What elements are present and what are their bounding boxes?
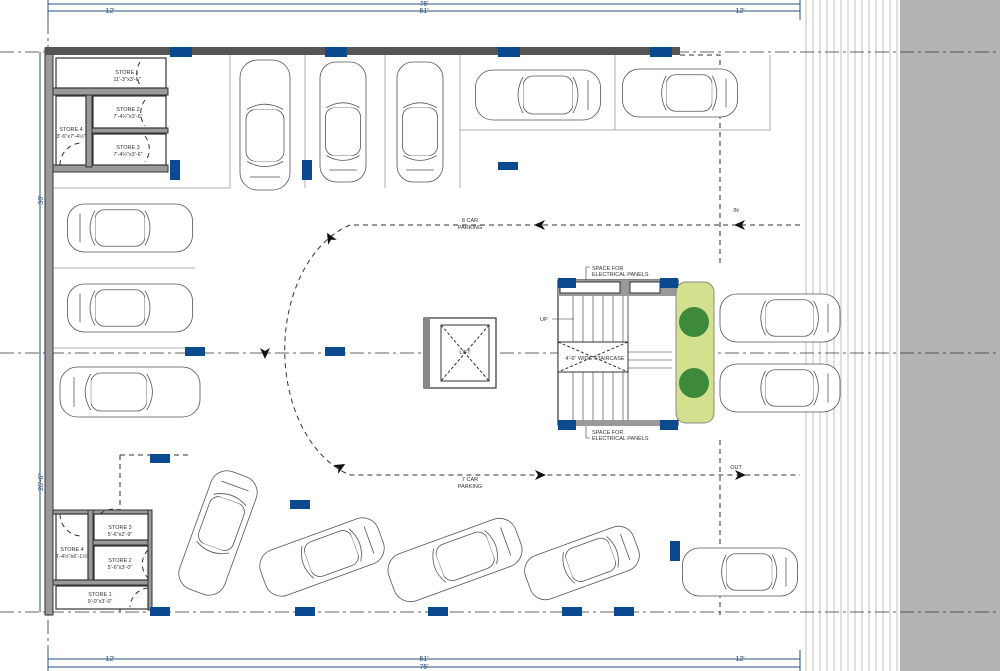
driveway: 8 CAR PARKING 7 CAR PARKING IN OUT	[260, 208, 800, 490]
dim-right-bay-bottom: 12'	[735, 656, 744, 663]
car-icon	[67, 283, 193, 333]
dim-overall-bottom: 75'	[419, 664, 428, 671]
entry-label: IN	[733, 208, 739, 214]
column	[170, 47, 192, 57]
tree-icon	[679, 368, 709, 398]
panels-label-bottom-2: ELECTRICAL PANELS	[592, 436, 649, 442]
column	[325, 347, 345, 356]
store-label: STORE 4	[59, 127, 82, 133]
dim-left-bay-bottom: 12'	[105, 656, 114, 663]
column	[558, 278, 576, 288]
lift: LIFT	[423, 317, 497, 389]
store-size: 7'-4½"x3'-6"	[113, 151, 142, 158]
dim-middle-bottom: 51'	[419, 656, 428, 663]
car-icon	[239, 59, 291, 191]
car-icon	[719, 363, 841, 413]
store-label: STORE 1	[88, 592, 111, 598]
up-label: UP	[540, 317, 548, 323]
staircase-label: 4'-6" WIDE STAIRCASE	[565, 356, 624, 362]
store-size: 3'-4½"x6'-1½"	[55, 553, 89, 560]
dim-middle: 51'	[419, 8, 428, 15]
car-icon	[259, 517, 385, 597]
car-icon	[319, 61, 367, 183]
parking-count-bottom-label: PARKING	[458, 484, 482, 490]
panels-label-top: SPACE FOR	[592, 266, 623, 272]
car-icon	[67, 203, 193, 253]
direction-arrow-icon	[327, 232, 337, 245]
column	[295, 607, 315, 616]
store-label: STORE 3	[108, 525, 131, 531]
stores-bottom: STORE 3 5'-6"x2'-9" STORE 4 3'-4½"x6'-1½…	[52, 508, 153, 611]
column	[670, 541, 680, 561]
direction-arrow-icon	[734, 220, 745, 230]
column	[428, 607, 448, 616]
car-icon	[682, 547, 798, 597]
store-size: 7'-4½"x3'-6"	[113, 113, 142, 120]
car-icon	[59, 366, 201, 418]
columns	[150, 47, 680, 616]
store-label: STORE 3	[116, 145, 139, 151]
dimension-bottom: 12' 51' 12' 75'	[47, 650, 801, 671]
parking-count-top: 8 CAR	[462, 218, 478, 224]
car-icon	[387, 517, 523, 603]
tree-icon	[679, 307, 709, 337]
exit-label: OUT	[730, 465, 742, 471]
store-size: 9'-0"x3'-0"	[88, 599, 113, 605]
dimension-top: 75' 12' 51' 12'	[47, 0, 801, 20]
parked-cars	[59, 59, 841, 603]
planter	[675, 281, 715, 424]
lift-label: LIFT	[459, 350, 471, 356]
direction-arrow-icon	[534, 220, 545, 230]
direction-arrow-icon	[260, 348, 270, 359]
staircase: 4'-6" WIDE STAIRCASE UP SPACE FOR ELECTR…	[540, 266, 715, 442]
left-wall	[44, 47, 54, 616]
car-icon	[396, 61, 444, 183]
store-size: 5'-6"x3'-0"	[108, 565, 133, 571]
column	[498, 162, 518, 170]
direction-arrow-icon	[735, 470, 746, 480]
column	[650, 47, 672, 57]
column	[325, 47, 347, 57]
store-size: 3'-6"x7'-4½"	[56, 133, 85, 140]
dimension-left: 30' 26'-6"	[38, 52, 45, 612]
column	[150, 454, 170, 463]
parking-count-bottom: 7 CAR	[462, 477, 478, 483]
column	[614, 607, 634, 616]
car-icon	[719, 293, 841, 343]
dim-left-bay: 12'	[105, 8, 114, 15]
stores-top: STORE 1 11'-3"x3'-6" STORE 2 7'-4½"x3'-6…	[52, 57, 169, 173]
parking-count-top-label: PARKING	[458, 225, 482, 231]
panels-label-bottom: SPACE FOR	[592, 430, 623, 436]
direction-arrow-icon	[333, 464, 346, 474]
column	[170, 160, 180, 180]
column	[660, 420, 678, 430]
car-icon	[475, 69, 601, 121]
column	[660, 278, 678, 288]
panels-label-top-2: ELECTRICAL PANELS	[592, 272, 649, 278]
column	[562, 607, 582, 616]
store-label: STORE 2	[108, 558, 131, 564]
direction-arrow-icon	[535, 470, 546, 480]
dim-right-bay: 12'	[735, 8, 744, 15]
store-size: 11'-3"x3'-6"	[113, 77, 140, 83]
road	[900, 0, 1000, 671]
car-icon	[524, 525, 640, 601]
dim-lower: 26'-6"	[38, 473, 45, 491]
column	[558, 420, 576, 430]
dim-overall: 75'	[419, 1, 428, 8]
column	[150, 607, 170, 616]
store-size: 5'-6"x2'-9"	[108, 532, 133, 538]
store-label: STORE 4	[60, 547, 83, 553]
column	[290, 500, 310, 509]
top-wall	[45, 47, 680, 55]
column	[302, 160, 312, 180]
dim-upper: 30'	[38, 195, 45, 204]
column	[498, 47, 520, 57]
car-icon	[622, 68, 738, 118]
car-icon	[178, 470, 258, 596]
store-label: STORE 2	[116, 107, 139, 113]
column	[185, 347, 205, 356]
store-label: STORE 1	[115, 70, 138, 76]
